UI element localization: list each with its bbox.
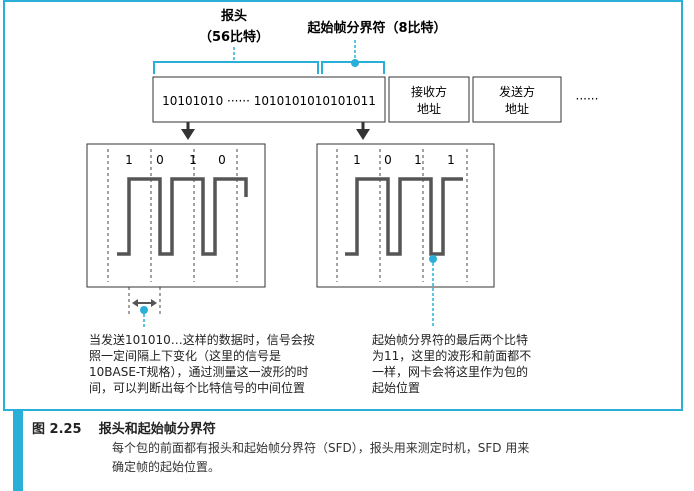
right-bit-3: 1 (414, 153, 422, 167)
header-label-line1: 报头 (221, 8, 247, 24)
right-bit-1: 1 (353, 153, 361, 167)
right-note-dot (429, 255, 437, 263)
diagram-canvas: 报头 （56比特） 起始帧分界符（8比特） 10101010 ······ 10… (86, 8, 599, 395)
right-waveform (345, 177, 463, 256)
left-waveform-gridlines (107, 149, 238, 282)
dest-address-box (388, 76, 470, 123)
figure-frame: 报头 （56比特） 起始帧分界符（8比特） 10101010 ······ 10… (3, 0, 683, 411)
left-waveform (117, 177, 248, 256)
left-note-line4: 间，可以判断出每个比特信号的中间位置 (89, 380, 305, 395)
dest-address-line2: 地址 (417, 102, 441, 116)
figure-description-line1: 每个包的前面都有报头和起始帧分界符（SFD），报头用来测定时机，SFD 用来 (112, 441, 530, 455)
dest-address-line1: 接收方 (411, 84, 447, 99)
left-wave-bits: 1 0 1 0 (125, 153, 226, 167)
right-bit-2: 0 (384, 153, 392, 167)
trailing-dots: ······ (576, 92, 599, 106)
figure-description-line2: 确定帧的起始位置。 (112, 460, 221, 474)
left-bit-3: 1 (189, 153, 197, 167)
src-address-line1: 发送方 (499, 84, 535, 99)
right-bit-4: 1 (447, 153, 455, 167)
right-note-line1: 起始帧分界符的最后两个比特 (372, 332, 528, 347)
right-waveform-box (316, 143, 495, 288)
right-waveform-gridlines (336, 149, 468, 282)
left-note-line2: 照一定间隔上下变化（这里的信号是 (89, 348, 281, 363)
header-label-line2: （56比特） (199, 29, 269, 45)
figure-number: 图 2.25 (32, 422, 82, 437)
sfd-label: 起始帧分界符（8比特） (306, 20, 446, 36)
figure-caption: 图 2.25 报头和起始帧分界符 每个包的前面都有报头和起始帧分界符（SFD），… (32, 418, 682, 477)
preamble-box (152, 76, 386, 123)
header-bracket (153, 61, 319, 74)
left-bit-1: 1 (125, 153, 133, 167)
interval-arrow (132, 299, 157, 307)
caption-accent-bar (13, 411, 23, 491)
preamble-bits: 10101010 ······ 1010101010101011 (162, 94, 376, 108)
right-wave-bits: 1 0 1 1 (353, 153, 455, 167)
right-note: 起始帧分界符的最后两个比特 为11，这里的波形和前面都不 一样，网卡会将这里作为… (372, 332, 531, 395)
sfd-bracket-dot (351, 59, 359, 67)
src-address-box (472, 76, 562, 123)
figure-description: 每个包的前面都有报头和起始帧分界符（SFD），报头用来测定时机，SFD 用来 确… (32, 439, 682, 477)
right-note-line4: 起始位置 (372, 380, 420, 395)
left-bit-2: 0 (156, 153, 164, 167)
right-note-line2: 为11，这里的波形和前面都不 (372, 348, 531, 363)
left-note-line3: 10BASE-T规格），通过测量这一波形的时 (89, 364, 308, 379)
left-note-line1: 当发送101010…这样的数据时，信号会按 (89, 332, 315, 347)
left-bit-4: 0 (218, 153, 226, 167)
right-down-arrow (356, 122, 370, 140)
right-note-line3: 一样，网卡会将这里作为包的 (372, 364, 528, 379)
left-note-dot (140, 306, 148, 314)
src-address-line2: 地址 (505, 102, 529, 116)
left-waveform-box (86, 143, 266, 288)
left-down-arrow (181, 122, 195, 140)
left-note: 当发送101010…这样的数据时，信号会按 照一定间隔上下变化（这里的信号是 1… (89, 332, 315, 395)
figure-title: 报头和起始帧分界符 (98, 422, 216, 437)
